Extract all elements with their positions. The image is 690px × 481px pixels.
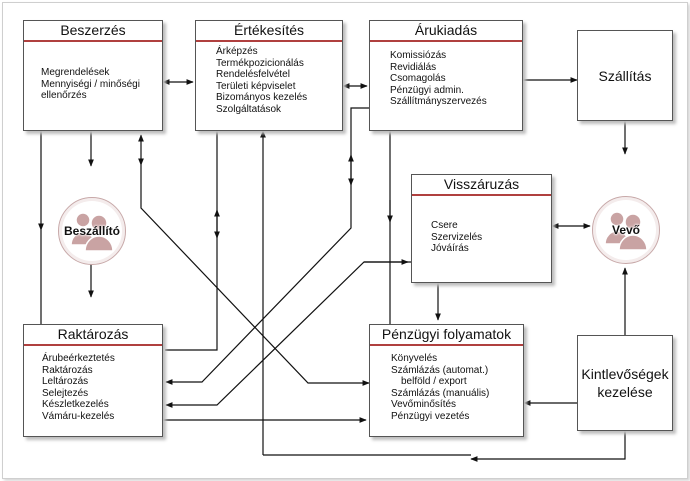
penzugyi-list: Könyvelés Számlázás (automat.) belföld /… bbox=[370, 353, 523, 423]
list-item: Bizományos kezelés bbox=[216, 92, 308, 104]
list-item: Árképzés bbox=[216, 46, 258, 57]
raktarozas-title: Raktározás bbox=[24, 325, 162, 346]
kintlevosegek-title-line2: kezelése bbox=[597, 384, 653, 400]
people-icon bbox=[70, 212, 114, 252]
ertekesites-list: Árképzés Termékpozicionálás Rendelésfelv… bbox=[196, 46, 342, 116]
list-item: Vámáru-kezelés bbox=[42, 410, 115, 422]
list-item: Csere bbox=[431, 220, 458, 231]
beszerzes-penzugyi-diagonal bbox=[140, 165, 370, 386]
ertekesites-raktarozas-line bbox=[165, 131, 218, 351]
list-item: Szervizelés bbox=[431, 231, 483, 243]
kintlevosegek-title-line1: Kintlevőségek bbox=[581, 366, 669, 382]
arukiadas-box: Árukiadás Komissiózás Revidiálás Csomago… bbox=[369, 20, 523, 131]
penzugyi-title: Pénzügyi folyamatok bbox=[370, 325, 523, 346]
beszallito-node: Beszállító bbox=[58, 197, 126, 265]
list-item: Raktározás bbox=[42, 364, 93, 376]
raktarozas-box: Raktározás Árubeérkeztetés Raktározás Le… bbox=[23, 324, 163, 437]
list-item: Szállítmányszervezés bbox=[390, 96, 487, 108]
ertekesites-box: Értékesítés Árképzés Termékpozicionálás … bbox=[195, 20, 343, 131]
penzugyi-box: Pénzügyi folyamatok Könyvelés Számlázás … bbox=[369, 324, 524, 437]
list-item: Számlázás (manuális) bbox=[391, 387, 490, 399]
visszaruzas-list: Csere Szervizelés Jóváírás bbox=[412, 220, 551, 255]
list-item: Számlázás (automat.) bbox=[391, 364, 489, 376]
list-item: ellenőrzés bbox=[41, 90, 87, 102]
list-item: Csomagolás bbox=[390, 73, 446, 85]
arukiadas-raktarozas-diagonal bbox=[165, 107, 369, 385]
list-item: Könyvelés bbox=[391, 353, 438, 364]
arukiadas-list: Komissiózás Revidiálás Csomagolás Pénzüg… bbox=[370, 50, 522, 108]
list-item: Szolgáltatások bbox=[216, 103, 282, 115]
list-item: Revidiálás bbox=[390, 61, 437, 73]
list-item: Árubeérkeztetés bbox=[42, 353, 115, 364]
list-item: Pénzügyi vezetés bbox=[391, 410, 470, 422]
list-item: Jóváírás bbox=[431, 243, 469, 255]
list-item: belföld / export bbox=[401, 376, 467, 388]
vevo-node: Vevő bbox=[592, 196, 660, 264]
list-item: Készletkezelés bbox=[42, 399, 109, 411]
kintlevosegek-bottom-arrow bbox=[470, 431, 626, 462]
arukiadas-title: Árukiadás bbox=[370, 21, 522, 42]
people-icon bbox=[604, 211, 648, 251]
szallitas-box: Szállítás bbox=[577, 30, 673, 121]
list-item: Leltározás bbox=[42, 376, 89, 388]
list-item: Területi képviselet bbox=[216, 80, 296, 92]
visszaruzas-title: Visszáruzás bbox=[412, 175, 551, 196]
ertekesites-title: Értékesítés bbox=[196, 21, 342, 42]
szallitas-title: Szállítás bbox=[598, 67, 652, 84]
list-item: Termékpozicionálás bbox=[216, 57, 304, 69]
list-item: Selejtezés bbox=[42, 387, 89, 399]
vevo-label: Vevő bbox=[611, 223, 641, 237]
beszerzes-box: Beszerzés Megrendelések Mennyiségi / min… bbox=[23, 20, 163, 131]
kintlevosegek-box: Kintlevőségek kezelése bbox=[577, 335, 673, 431]
list-item: Mennyiségi / minőségi bbox=[41, 78, 140, 90]
beszerzes-title: Beszerzés bbox=[24, 21, 162, 42]
visszaruzas-box: Visszáruzás Csere Szervizelés Jóváírás bbox=[411, 174, 552, 283]
list-item: Megrendelések bbox=[41, 67, 110, 78]
list-item: Rendelésfelvétel bbox=[216, 69, 290, 81]
list-item: Vevőminősítés bbox=[391, 399, 457, 411]
beszallito-label: Beszállító bbox=[63, 224, 120, 238]
raktarozas-list: Árubeérkeztetés Raktározás Leltározás Se… bbox=[24, 353, 162, 423]
beszerzes-list: Megrendelések Mennyiségi / minőségi elle… bbox=[24, 67, 162, 102]
list-item: Komissiózás bbox=[390, 50, 447, 61]
list-item: Pénzügyi admin. bbox=[390, 84, 464, 96]
